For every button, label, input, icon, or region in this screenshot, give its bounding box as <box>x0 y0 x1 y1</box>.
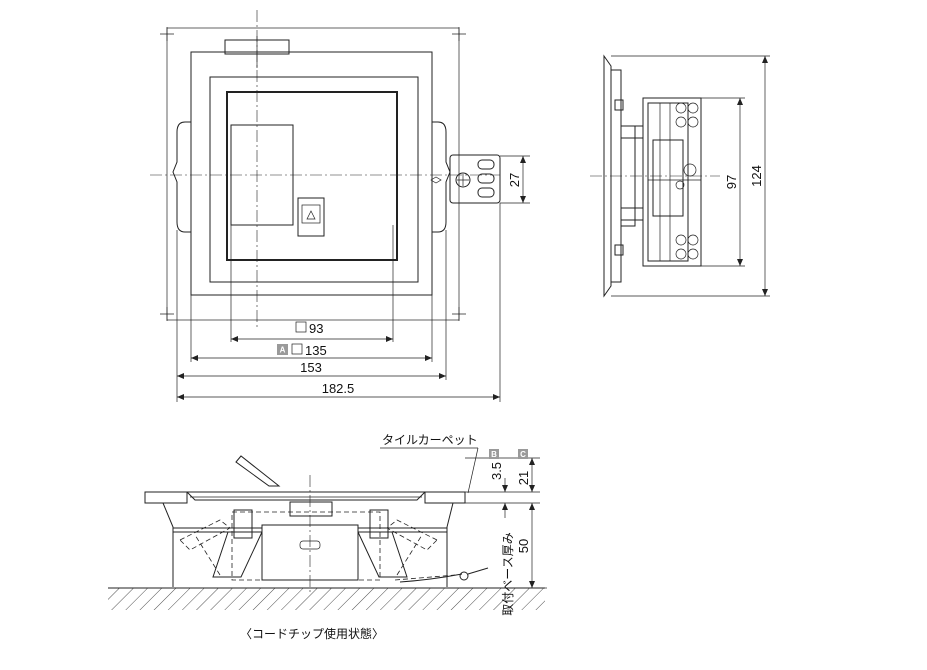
badge-b: B <box>491 450 497 459</box>
dim-overall-width: 182.5 <box>177 381 500 400</box>
badge-a: A <box>280 346 286 355</box>
side-body <box>642 97 702 267</box>
dim-protrusion: 21 <box>516 458 535 492</box>
top-cover <box>185 491 427 501</box>
cord-chip <box>399 567 489 583</box>
dim-153-text: 153 <box>300 360 322 375</box>
tile-carpet-label: タイルカーペット <box>380 433 479 494</box>
badge-c: C <box>520 450 526 459</box>
tile-carpet-text: タイルカーペット <box>382 433 478 447</box>
dim-21-text: 21 <box>516 471 531 485</box>
dim-frame-width: 153 <box>177 360 446 379</box>
side-view: 97 124 <box>590 54 770 298</box>
raised-lid <box>235 455 281 487</box>
slab-hatch <box>108 588 545 610</box>
dim-182-5-text: 182.5 <box>322 381 355 396</box>
dim-93-text: 93 <box>309 321 323 336</box>
dim-3-5-text: 3.5 <box>489 462 504 480</box>
right-side-tab <box>432 121 451 233</box>
dim-50-text: 50 <box>516 539 531 553</box>
dim-cover-square: A 135 <box>191 343 432 361</box>
corner-screw-marks <box>160 27 466 321</box>
dim-27-text: 27 <box>507 173 522 187</box>
frame-outline <box>190 51 433 296</box>
plan-view: 27 93 A 135 153 18 <box>150 10 530 402</box>
dim-135-text: 135 <box>305 343 327 358</box>
base-thickness-label: 取付ベース厚み <box>501 532 515 615</box>
lift-button <box>297 197 325 237</box>
left-side-tab <box>172 121 191 233</box>
ground-bracket <box>430 154 501 204</box>
dim-lid-thickness: 3.5 <box>489 462 508 518</box>
inner-lid <box>226 91 398 261</box>
section-caption: 〈コードチップ使用状態〉 <box>240 626 384 641</box>
section-view: タイルカーペット B C 3.5 21 50 取付ベース厚み 〈コードチ <box>108 433 547 641</box>
cover-outline <box>209 76 419 283</box>
side-flange <box>603 54 612 298</box>
dim-depth: 50 <box>516 503 535 588</box>
dim-side-height-inner: 97 <box>724 98 743 266</box>
dim-97-text: 97 <box>724 175 739 189</box>
dim-124-text: 124 <box>749 165 764 187</box>
dim-side-height-outer: 124 <box>749 56 768 296</box>
dim-inner-square: 93 <box>231 321 393 342</box>
tile-carpet <box>144 491 188 504</box>
dim-bracket-height: 27 <box>500 155 530 204</box>
